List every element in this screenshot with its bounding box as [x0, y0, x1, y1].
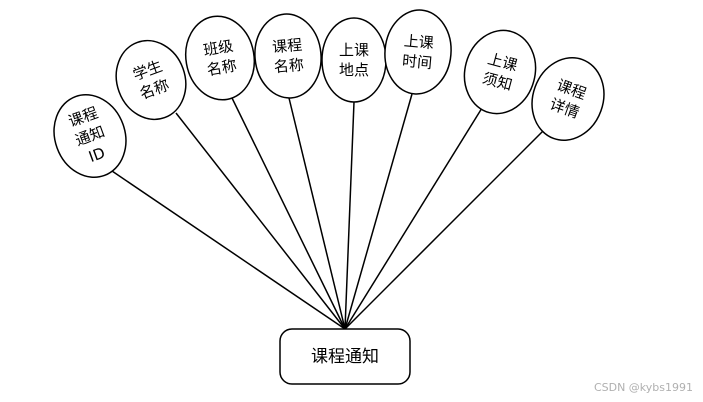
- connector-id: [111, 170, 346, 330]
- watermark: CSDN @kybs1991: [593, 381, 693, 394]
- connector-lines: [111, 93, 544, 330]
- attribute-ellipse: [321, 17, 387, 103]
- attribute-ellipse: [531, 57, 605, 141]
- attribute-ellipse: [115, 39, 187, 121]
- entity-box: 课程通知: [279, 328, 411, 385]
- connector-course-details: [344, 130, 544, 330]
- attribute-label: 地点: [339, 61, 369, 79]
- attribute-label: 上课: [403, 32, 434, 53]
- attribute-label: 上课: [339, 41, 369, 59]
- entity-label: 课程通知: [311, 347, 379, 367]
- connector-student-name: [175, 112, 346, 330]
- connector-class-notes: [344, 107, 483, 330]
- attribute-label: 班级: [202, 37, 235, 60]
- attribute-label: ID: [86, 144, 107, 166]
- connector-class-location: [344, 101, 355, 330]
- attribute-label: 时间: [401, 52, 432, 73]
- attribute-group: 课程通知ID学生名称班级名称课程名称上课地点上课时间上课须知课程详情: [53, 9, 605, 178]
- attribute-label: 课程: [271, 36, 302, 57]
- attribute-label: 名称: [205, 56, 238, 79]
- attribute-ellipse: [254, 13, 322, 99]
- attribute-ellipse: [384, 9, 452, 95]
- attribute-ellipse: [184, 15, 256, 101]
- connector-class-time: [344, 93, 413, 330]
- attribute-ellipse: [53, 94, 127, 178]
- attribute-ellipse: [463, 29, 537, 115]
- connector-class-name: [231, 97, 346, 330]
- connector-course-name: [288, 97, 346, 330]
- attribute-label: 名称: [273, 56, 304, 77]
- entity-rect: [279, 328, 411, 385]
